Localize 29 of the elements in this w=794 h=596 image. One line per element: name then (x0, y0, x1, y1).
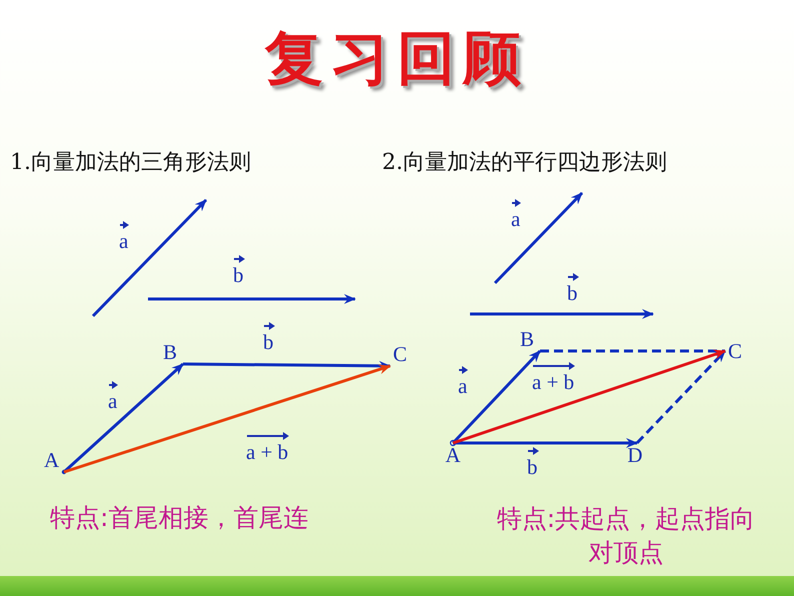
arrow (453, 438, 638, 448)
title: 复习回顾 (264, 23, 530, 94)
point-label: A (44, 448, 64, 472)
vector-label: a (108, 381, 118, 412)
vector-label: a (511, 199, 520, 230)
feature-note: 特点:首尾相接，首尾连 (50, 502, 310, 534)
heading: 2.向量加法的平行四边形法则 (382, 149, 668, 177)
vector-label: a (458, 366, 468, 397)
vector-label: b (567, 273, 578, 304)
dashed-line (636, 350, 726, 444)
feature-note: 特点:共起点，起点指向对顶点 (496, 503, 756, 569)
point-label: C (390, 342, 410, 366)
dashed-line (540, 350, 725, 352)
point-label: B (520, 327, 540, 351)
point-label: B (163, 340, 183, 364)
arrow (64, 364, 391, 474)
vector-label: b (233, 255, 244, 286)
point-label: A (442, 443, 464, 467)
arrow (63, 362, 184, 474)
vector-label: a (119, 221, 128, 252)
vector-label: b (263, 322, 274, 353)
arrow (452, 350, 542, 444)
vector-label: a + b (532, 362, 574, 393)
arrow (452, 350, 726, 444)
vector-label: a + b (246, 432, 288, 463)
heading: 1.向量加法的三角形法则 (10, 149, 252, 177)
point-label: D (624, 443, 646, 467)
point-label: C (725, 339, 745, 363)
vector-label: b (527, 447, 538, 478)
